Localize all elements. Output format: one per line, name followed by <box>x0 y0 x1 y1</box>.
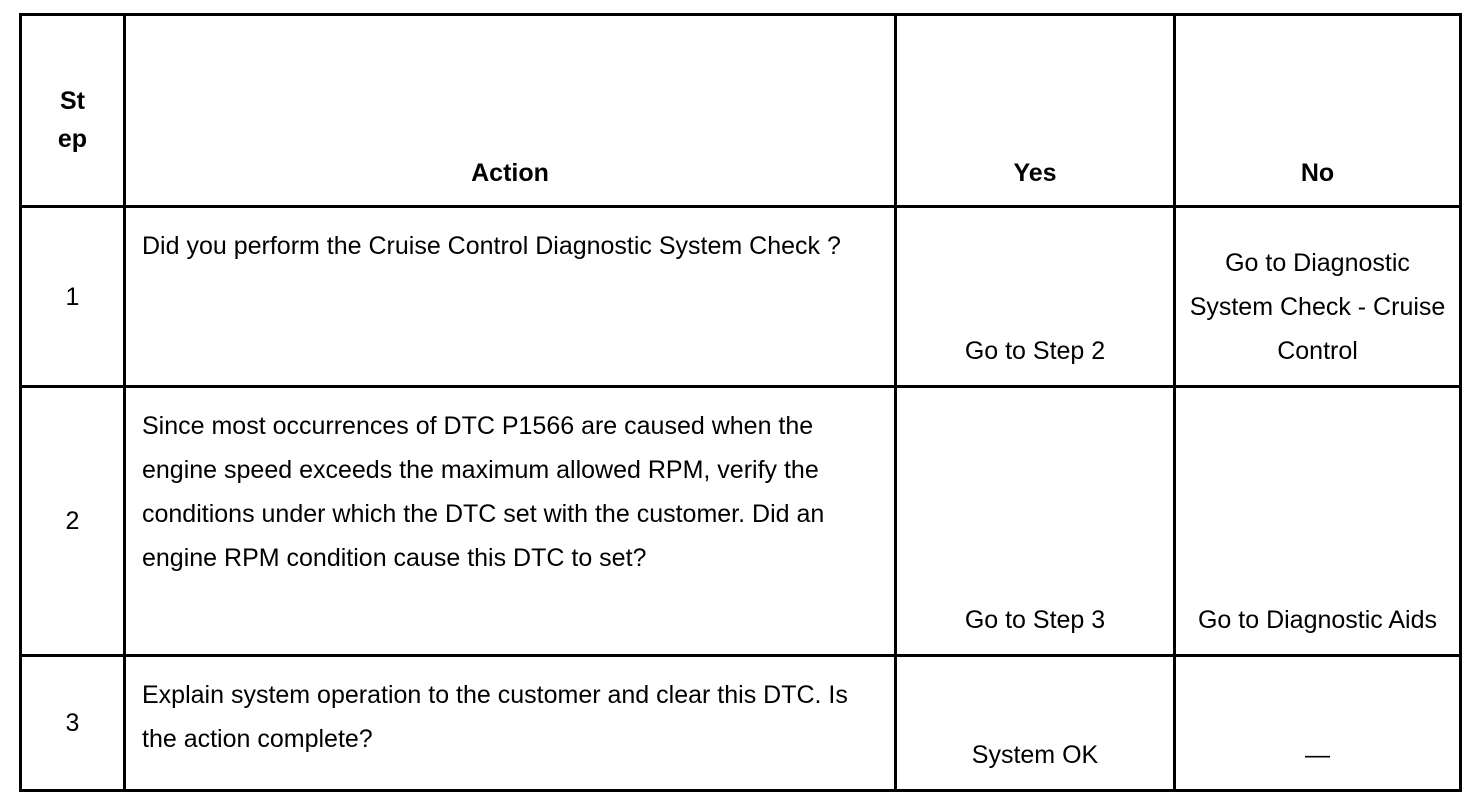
header-step: St ep <box>19 13 126 208</box>
diagnostic-table: St ep Action Yes No 1 Did you perform th… <box>19 13 1462 792</box>
header-yes: Yes <box>894 13 1176 208</box>
step-number: 1 <box>19 205 126 388</box>
no-result: Go to Diagnostic Aids <box>1173 385 1462 657</box>
header-action: Action <box>123 13 897 208</box>
yes-result: System OK <box>894 654 1176 792</box>
header-step-line1: St <box>60 86 85 115</box>
table-row: 2 Since most occurrences of DTC P1566 ar… <box>19 385 1462 657</box>
yes-result: Go to Step 3 <box>894 385 1176 657</box>
table-row: 1 Did you perform the Cruise Control Dia… <box>19 205 1462 388</box>
header-no: No <box>1173 13 1462 208</box>
step-number: 3 <box>19 654 126 792</box>
header-step-line2: ep <box>57 124 88 153</box>
yes-result: Go to Step 2 <box>894 205 1176 388</box>
action-text: Since most occurrences of DTC P1566 are … <box>123 385 897 657</box>
step-number: 2 <box>19 385 126 657</box>
table-row: 3 Explain system operation to the custom… <box>19 654 1462 792</box>
no-result: Go to Diagnostic System Check - Cruise C… <box>1173 205 1462 388</box>
table-header-row: St ep Action Yes No <box>19 13 1462 208</box>
action-text: Did you perform the Cruise Control Diagn… <box>123 205 897 388</box>
no-result: — <box>1173 654 1462 792</box>
action-text: Explain system operation to the customer… <box>123 654 897 792</box>
